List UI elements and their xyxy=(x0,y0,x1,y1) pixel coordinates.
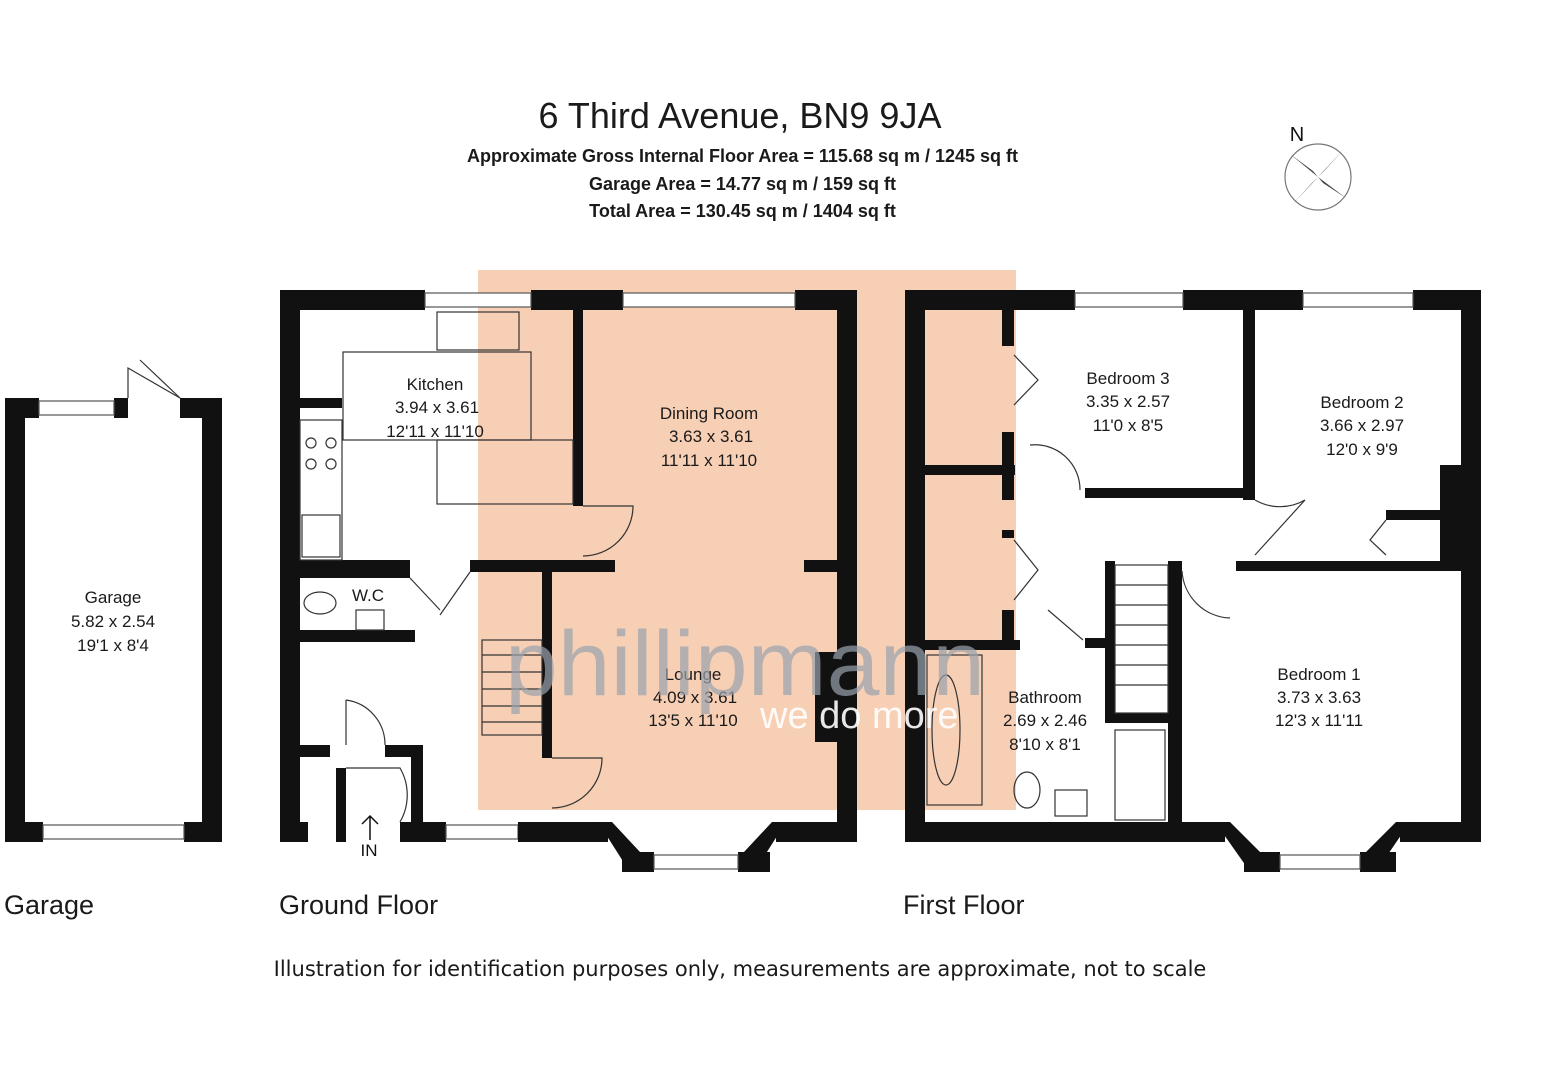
room-label-bedroom3: Bedroom 3 3.35 x 2.57 11'0 x 8'5 xyxy=(1086,369,1170,435)
room-label-wc: W.C xyxy=(352,586,384,605)
floor-label-garage: Garage xyxy=(4,890,95,920)
svg-text:Bedroom 1: Bedroom 1 xyxy=(1277,665,1360,684)
gross-area-text: Approximate Gross Internal Floor Area = … xyxy=(466,146,1019,166)
total-area-text: Total Area = 130.45 sq m / 1404 sq ft xyxy=(589,201,896,221)
svg-text:4.09 x 3.61: 4.09 x 3.61 xyxy=(653,688,737,707)
svg-text:3.94 x 3.61: 3.94 x 3.61 xyxy=(395,398,479,417)
plan-title: 6 Third Avenue, BN9 9JA xyxy=(538,95,942,136)
floor-label-first: First Floor xyxy=(903,890,1025,920)
svg-text:Garage: Garage xyxy=(85,588,142,607)
room-label-bedroom2: Bedroom 2 3.66 x 2.97 12'0 x 9'9 xyxy=(1320,393,1404,459)
entrance-label: IN xyxy=(361,841,378,860)
svg-text:12'11 x 11'10: 12'11 x 11'10 xyxy=(386,422,484,441)
room-label-bathroom: Bathroom 2.69 x 2.46 8'10 x 8'1 xyxy=(1003,688,1087,754)
room-label-dining: Dining Room 3.63 x 3.61 11'11 x 11'10 xyxy=(660,404,758,470)
room-label-garage: Garage 5.82 x 2.54 19'1 x 8'4 xyxy=(71,588,155,655)
svg-text:Bathroom: Bathroom xyxy=(1008,688,1082,707)
svg-text:12'3 x 11'11: 12'3 x 11'11 xyxy=(1275,711,1363,730)
svg-text:19'1 x 8'4: 19'1 x 8'4 xyxy=(77,636,149,655)
svg-text:3.63 x 3.61: 3.63 x 3.61 xyxy=(669,427,753,446)
svg-text:13'5 x 11'10: 13'5 x 11'10 xyxy=(648,711,737,730)
floor-label-ground: Ground Floor xyxy=(279,890,439,920)
svg-text:Dining Room: Dining Room xyxy=(660,404,758,423)
highlight-band xyxy=(478,270,1016,810)
garage-area-text: Garage Area = 14.77 sq m / 159 sq ft xyxy=(589,174,896,194)
room-label-bedroom1: Bedroom 1 3.73 x 3.63 12'3 x 11'11 xyxy=(1275,665,1363,730)
svg-text:11'11 x 11'10: 11'11 x 11'10 xyxy=(661,451,757,470)
svg-text:12'0 x 9'9: 12'0 x 9'9 xyxy=(1326,440,1398,459)
ground-floor-plan xyxy=(280,290,857,872)
svg-text:3.73 x 3.63: 3.73 x 3.63 xyxy=(1277,688,1361,707)
compass-north-label: N xyxy=(1290,124,1304,146)
room-label-lounge: Lounge 4.09 x 3.61 13'5 x 11'10 xyxy=(648,665,737,730)
svg-text:3.66 x 2.97: 3.66 x 2.97 xyxy=(1320,416,1404,435)
svg-text:Lounge: Lounge xyxy=(665,665,722,684)
disclaimer-text: Illustration for identification purposes… xyxy=(273,957,1207,981)
north-compass xyxy=(1284,143,1352,211)
svg-text:11'0 x 8'5: 11'0 x 8'5 xyxy=(1093,416,1163,435)
watermark-brand: phillipmann xyxy=(505,613,985,715)
svg-text:5.82 x 2.54: 5.82 x 2.54 xyxy=(71,612,155,631)
svg-text:8'10 x 8'1: 8'10 x 8'1 xyxy=(1009,735,1081,754)
svg-text:Bedroom 2: Bedroom 2 xyxy=(1320,393,1403,412)
svg-text:Bedroom 3: Bedroom 3 xyxy=(1086,369,1169,388)
first-floor-plan xyxy=(905,290,1481,872)
garage-plan xyxy=(5,359,222,842)
room-label-kitchen: Kitchen 3.94 x 3.61 12'11 x 11'10 xyxy=(386,375,484,441)
svg-text:Kitchen: Kitchen xyxy=(407,375,464,394)
watermark-tagline: we do more xyxy=(759,695,959,737)
svg-text:2.69 x 2.46: 2.69 x 2.46 xyxy=(1003,711,1087,730)
svg-text:3.35 x 2.57: 3.35 x 2.57 xyxy=(1086,392,1170,411)
